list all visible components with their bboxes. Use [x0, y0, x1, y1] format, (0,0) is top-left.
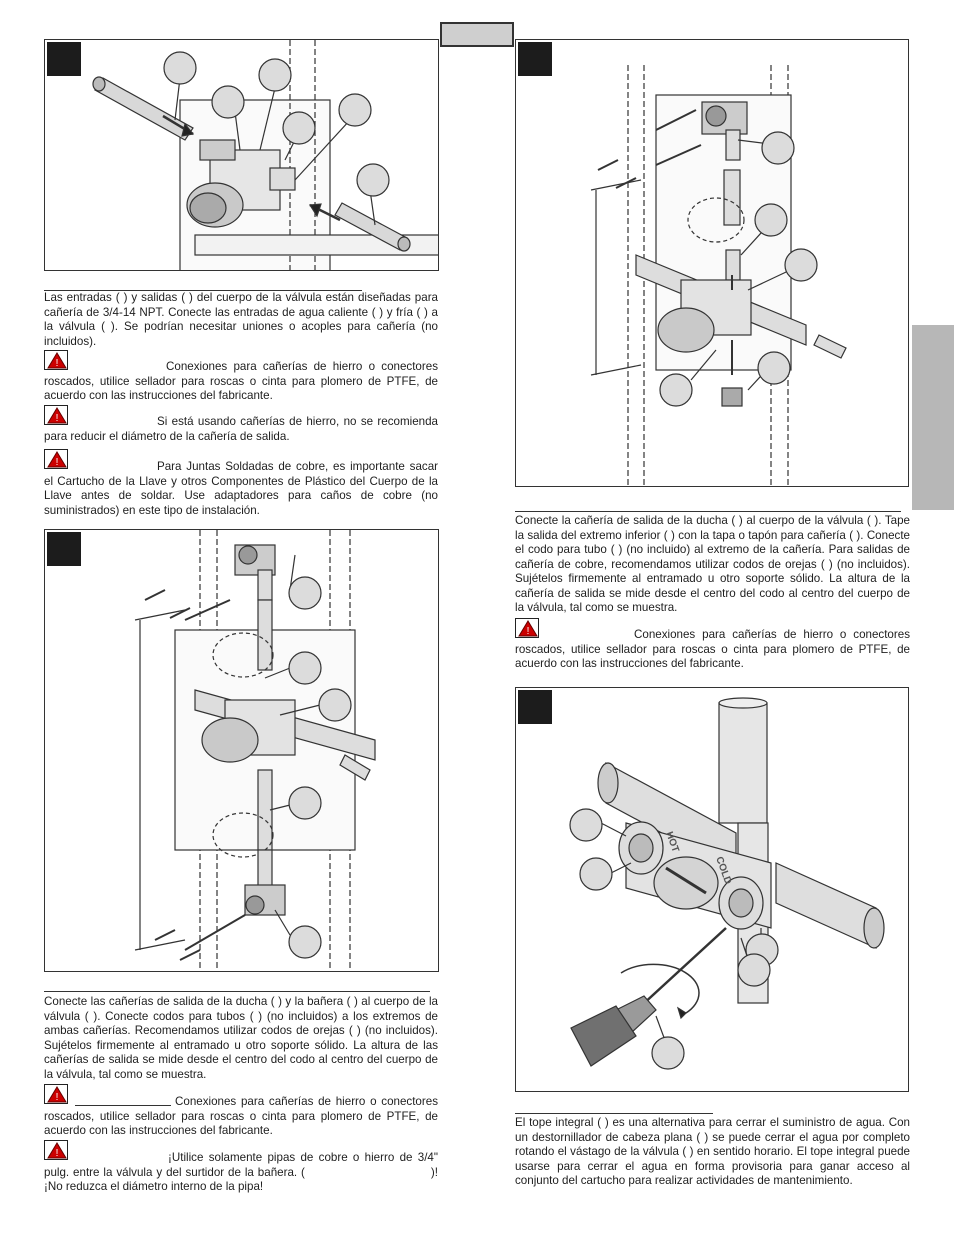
step2-warning-2: ¡Utilice solamente pipas de cobre o hier…	[44, 1151, 438, 1195]
warning-icon: !	[44, 449, 68, 469]
warning-icon: !	[44, 1084, 68, 1104]
svg-text:!: !	[56, 1148, 59, 1159]
figure-step-3	[515, 39, 909, 487]
step-number-box	[518, 690, 552, 724]
valve-rough-in-illustration	[92, 40, 438, 270]
step-number-box	[47, 42, 81, 76]
step2-warning-1: Conexiones para cañerías de hierro o con…	[44, 1095, 438, 1137]
shower-only-outlet-illustration	[590, 65, 847, 486]
step-number-box	[518, 42, 552, 76]
svg-text:!: !	[56, 413, 59, 424]
callout-circle	[569, 808, 779, 1070]
step1-warning-1: Conexiones para cañerías de hierro o con…	[44, 360, 438, 402]
warning-icon: !	[44, 405, 68, 425]
step2-warning-2-part-a: ¡Utilice solamente pipas de cobre o hier…	[44, 1151, 438, 1179]
warning-icon: !	[44, 350, 68, 370]
section-rule	[44, 290, 362, 291]
figure-step-1	[44, 39, 439, 271]
svg-text:!: !	[56, 358, 59, 369]
step3-warning: Conexiones para cañerías de hierro o con…	[515, 628, 910, 670]
section-rule	[515, 511, 901, 512]
callout-circle	[288, 576, 352, 959]
step2-warning-2-part-b: )! ¡No reduzca el diámetro interno de la…	[44, 1165, 438, 1194]
step1-warning-3: Para Juntas Soldadas de cobre, es import…	[44, 460, 438, 517]
warning-icon: !	[44, 1140, 68, 1160]
section-rule	[515, 1113, 713, 1114]
warning-rule	[75, 1105, 171, 1106]
step2-paragraph: Conecte las cañerías de salida de la duc…	[44, 995, 438, 1081]
callout-circle	[659, 131, 818, 407]
svg-text:!: !	[527, 626, 530, 637]
step3-paragraph: Conecte la cañería de salida de la ducha…	[515, 514, 910, 614]
svg-text:!: !	[56, 457, 59, 468]
figure-step-4: HOT COLD	[515, 687, 909, 1092]
step4-paragraph: El tope integral ( ) es una alternativa …	[515, 1116, 910, 1187]
page-header-tab	[440, 22, 514, 47]
tub-shower-outlet-illustration	[134, 530, 376, 971]
figure-step-2	[44, 529, 439, 972]
warning-icon: !	[515, 618, 539, 638]
svg-text:!: !	[56, 1092, 59, 1103]
callout-circle	[163, 51, 390, 197]
step-number-box	[47, 532, 81, 566]
language-side-tab	[912, 325, 954, 510]
step1-paragraph: Las entradas ( ) y salidas ( ) del cuerp…	[44, 291, 438, 348]
integral-stop-illustration: HOT COLD	[569, 697, 885, 1070]
section-rule	[44, 991, 430, 992]
step1-warning-2: Si está usando cañerías de hierro, no se…	[44, 415, 438, 443]
